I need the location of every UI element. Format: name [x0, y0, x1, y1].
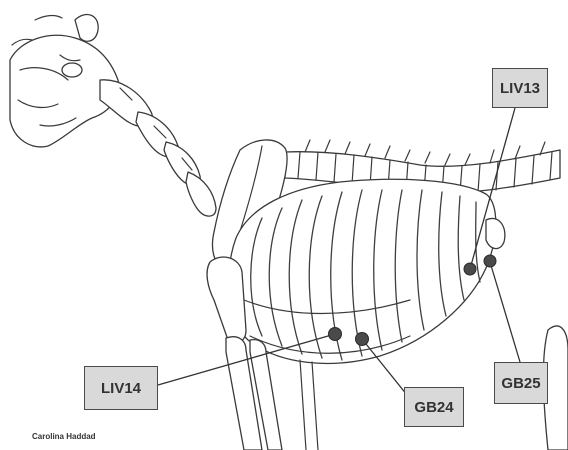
- pelvis: [486, 218, 568, 450]
- label-gb24: GB24: [404, 387, 464, 427]
- label-gb25: GB25: [494, 362, 548, 404]
- cervical-spine: [100, 80, 216, 216]
- point-gb24: [356, 333, 369, 346]
- point-liv14: [329, 328, 342, 341]
- leader-gb25: [490, 262, 520, 362]
- point-gb25: [484, 255, 496, 267]
- image-credit: Carolina Haddad: [32, 432, 96, 441]
- point-liv13: [464, 263, 476, 275]
- label-liv14: LIV14: [84, 366, 158, 410]
- label-liv13: LIV13: [492, 68, 548, 108]
